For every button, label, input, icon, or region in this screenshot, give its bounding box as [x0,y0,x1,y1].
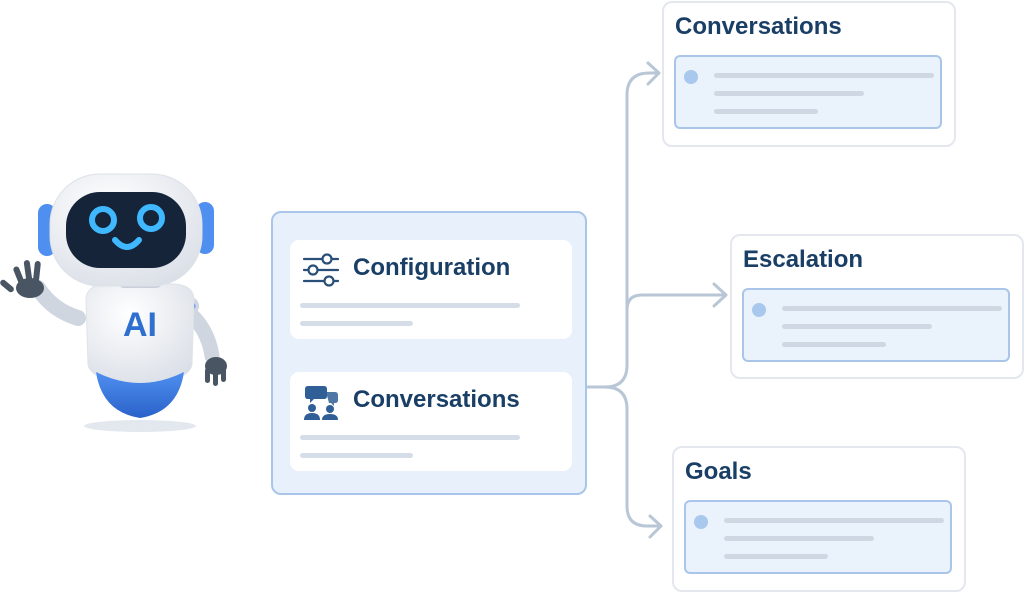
sliders-icon [302,253,340,287]
robot-left-hand [0,260,44,298]
arrowhead-conversations [646,61,661,86]
placeholder-line [300,435,520,440]
destination-title: Escalation [743,246,864,273]
status-dot [694,515,708,529]
people-chat-icon [304,386,338,420]
placeholder-line [724,518,944,523]
robot-eyes [89,204,165,234]
destination-preview [674,55,942,129]
placeholder-line [714,109,818,114]
hub-card-configuration[interactable]: Configuration [290,240,572,339]
connector-conversations [586,71,659,389]
connector-escalation [625,293,726,312]
placeholder-line [714,73,934,78]
hub-item-label: Configuration [353,254,511,281]
destination-preview [684,500,952,574]
placeholder-line [724,554,828,559]
destination-card-goals[interactable]: Goals [672,446,966,592]
status-dot [684,70,698,84]
placeholder-line [782,342,886,347]
destination-title: Goals [685,458,752,485]
placeholder-line [300,453,413,458]
arrowhead-goals [648,514,663,539]
hub-item-label: Conversations [353,386,520,413]
destination-title: Conversations [675,13,842,40]
arrowhead-escalation [712,282,728,308]
placeholder-line [300,321,413,326]
destination-card-escalation[interactable]: Escalation [730,234,1024,379]
placeholder-line [782,306,1002,311]
robot-base [96,372,184,418]
placeholder-line [714,91,864,96]
placeholder-line [782,324,932,329]
hub-panel: Configuration Conversations [271,211,587,495]
status-dot [752,303,766,317]
placeholder-line [724,536,874,541]
robot-chest-text: AI [123,306,157,344]
robot-left-arm [30,280,86,326]
placeholder-line [300,303,520,308]
destination-preview [742,288,1010,362]
connector-goals [603,385,661,528]
robot-smile [112,237,142,250]
robot-mascot: AI [0,173,227,432]
robot-right-hand [205,357,227,386]
destination-card-conversations[interactable]: Conversations [662,1,956,147]
robot-visor [66,192,186,268]
robot-shadow [84,420,196,432]
hub-card-conversations[interactable]: Conversations [290,372,572,471]
